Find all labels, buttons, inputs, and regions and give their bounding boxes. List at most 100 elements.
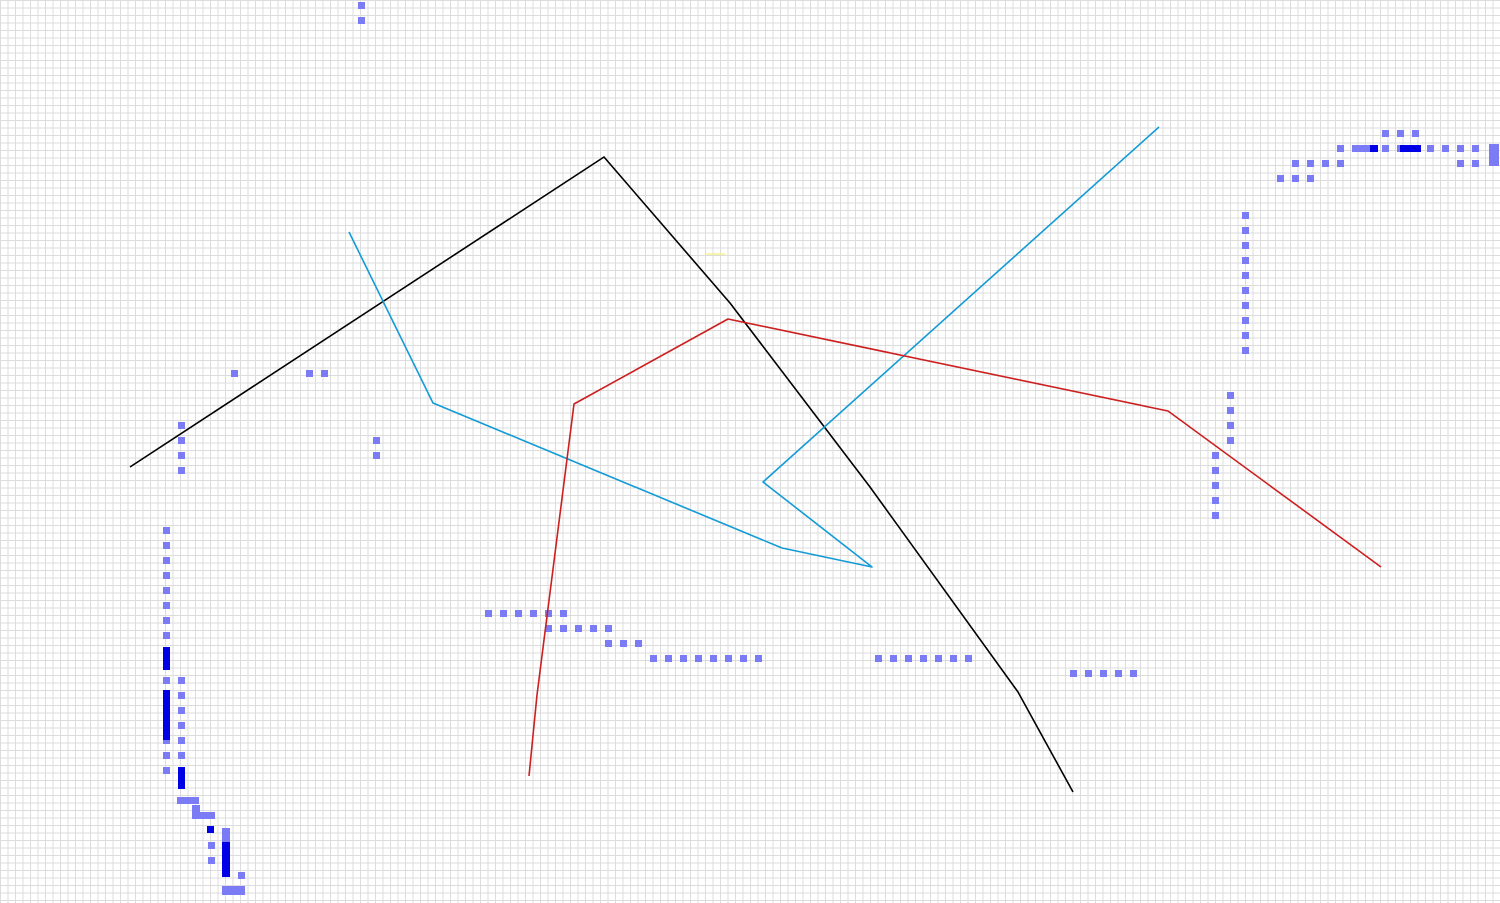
board-cell [231, 370, 238, 377]
board-cell [163, 632, 170, 639]
board-cell [1085, 670, 1092, 677]
board-cell [222, 828, 230, 842]
board-cell [1242, 332, 1249, 339]
board-cell [208, 857, 215, 864]
board-cell [725, 655, 732, 662]
board-cell [321, 370, 328, 377]
board-cell [1337, 160, 1344, 167]
board-cell [590, 625, 597, 632]
board-cell [1457, 145, 1464, 152]
board-cell [163, 647, 170, 670]
board-cell [1242, 242, 1249, 249]
board-cell [605, 625, 612, 632]
board-cell [163, 767, 170, 774]
board-cell [163, 617, 170, 624]
board-cell [545, 625, 552, 632]
board-cell [500, 610, 507, 617]
board-cell [163, 737, 170, 744]
board-cell [1427, 145, 1434, 152]
board-cell [1292, 175, 1299, 182]
board-cell [1397, 130, 1404, 137]
board-cell [163, 587, 170, 594]
board-cell [1227, 437, 1234, 444]
board-cell [920, 655, 927, 662]
board-cell [1370, 145, 1378, 152]
board-cell [635, 640, 642, 647]
board-cell [1212, 497, 1219, 504]
board-cell [1382, 145, 1389, 152]
line-layer [129, 126, 1382, 793]
board-cell [163, 677, 170, 684]
board-cell [545, 610, 552, 617]
black-path [129, 156, 1074, 793]
board-cell [208, 842, 215, 849]
board-cell [1242, 212, 1249, 219]
board-cell [178, 422, 185, 429]
board-cell [1212, 482, 1219, 489]
board-cell [373, 452, 380, 459]
board-cell [740, 655, 747, 662]
board-cell [1242, 302, 1249, 309]
cell-layer [163, 2, 1499, 895]
board-cell [207, 826, 214, 833]
board-cell [755, 655, 762, 662]
board-cell [1070, 670, 1077, 677]
board-cell [222, 886, 245, 895]
board-cell [1212, 467, 1219, 474]
board-cell [163, 690, 170, 740]
board-cell [620, 640, 627, 647]
red-path [528, 318, 1382, 777]
board-cell [965, 655, 972, 662]
board-cell [905, 655, 912, 662]
board-cell [950, 655, 957, 662]
board-cell [485, 610, 492, 617]
board-cell [1242, 272, 1249, 279]
board-cell [560, 625, 567, 632]
board-cell [1457, 160, 1464, 167]
board-cell [163, 602, 170, 609]
board-cell [1242, 227, 1249, 234]
board-cell [358, 2, 365, 9]
board-cell [178, 692, 185, 699]
board-cell [1227, 422, 1234, 429]
board-cell [1242, 287, 1249, 294]
board-cell [1212, 452, 1219, 459]
board-cell [515, 610, 522, 617]
board-cell [178, 452, 185, 459]
board-cell [605, 640, 612, 647]
board-cell [650, 655, 657, 662]
board-cell [1227, 392, 1234, 399]
board-cell [1472, 160, 1479, 167]
board-cell [665, 655, 672, 662]
board-cell [1130, 670, 1137, 677]
board-cell [1242, 347, 1249, 354]
board-cell [1277, 175, 1284, 182]
board-cell [178, 722, 185, 729]
board-cell [163, 527, 170, 534]
board-cell [178, 467, 185, 474]
board-cell [1212, 512, 1219, 519]
board-cell [163, 752, 170, 759]
board-cell [1227, 407, 1234, 414]
board-cell [163, 542, 170, 549]
board-cell [178, 737, 185, 744]
board-cell [306, 370, 313, 377]
board-cell [163, 557, 170, 564]
board-cell [1408, 145, 1421, 152]
cyan-path [348, 126, 1160, 568]
board-cell [192, 805, 200, 819]
board-cell [163, 572, 170, 579]
board-cell [178, 707, 185, 714]
board-cell [1442, 145, 1449, 152]
board-cell [1489, 144, 1499, 166]
board-cell [1115, 670, 1122, 677]
board-cell [1322, 160, 1329, 167]
board-cell [178, 437, 185, 444]
board-cell [178, 677, 185, 684]
board-cell [710, 655, 717, 662]
board-cell [530, 610, 537, 617]
board-cell [178, 767, 185, 789]
board-cell [1307, 160, 1314, 167]
